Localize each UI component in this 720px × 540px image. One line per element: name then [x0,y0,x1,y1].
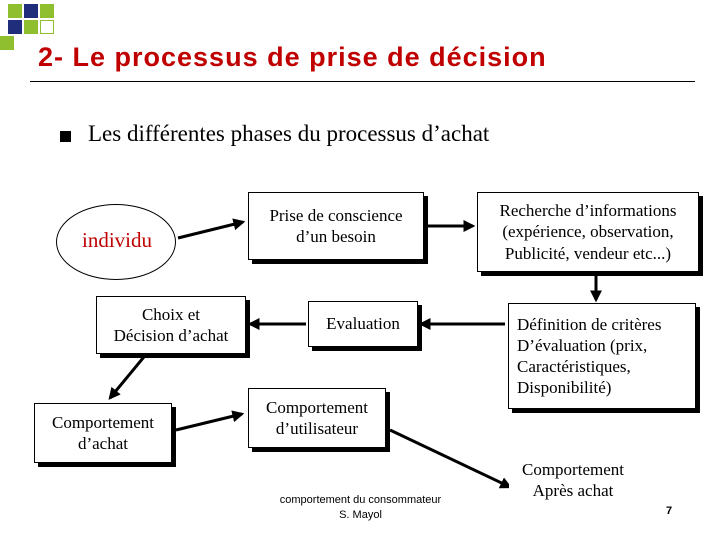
arrow-choix-to-comportement-achat [108,351,150,400]
bullet-text: Les différentes phases du processus d’ac… [88,121,490,146]
decor-square-green-4 [0,36,14,50]
node-comportement-utilisateur: Comportement d’utilisateur [248,388,386,448]
arrow-utilisateur-to-apres [389,428,513,489]
node-comportement-apres-achat: Comportement Après achat [509,455,637,505]
arrow-individu-to-prise [177,218,246,240]
node-definition-criteres: Définition de critères D’évaluation (pri… [508,303,696,409]
individu-oval [56,204,176,280]
decor-square-green-3 [24,20,38,34]
node-recherche-informations: Recherche d’informations (expérience, ob… [477,192,699,272]
bullet-square-icon [60,131,71,142]
page-number: 7 [666,505,673,517]
decor-square-navy-1 [24,4,38,18]
node-prise-de-conscience: Prise de conscience d’un besoin [248,192,424,260]
individu-label: individu [81,228,152,252]
title-divider [30,81,695,82]
arrow-comportement-achat-to-utilisateur [175,410,245,432]
decor-square-navy-2 [8,20,22,34]
node-comportement-achat: Comportement d’achat [34,403,172,463]
footer-credit: comportement du consommateur S. Mayol [279,494,442,521]
decor-square-green-1 [8,4,22,18]
node-choix-decision: Choix et Décision d’achat [96,296,246,354]
node-evaluation: Evaluation [308,301,418,347]
slide-title: 2- Le processus de prise de décision [38,42,547,72]
decor-square-outline [40,20,54,34]
decor-square-green-2 [40,4,54,18]
